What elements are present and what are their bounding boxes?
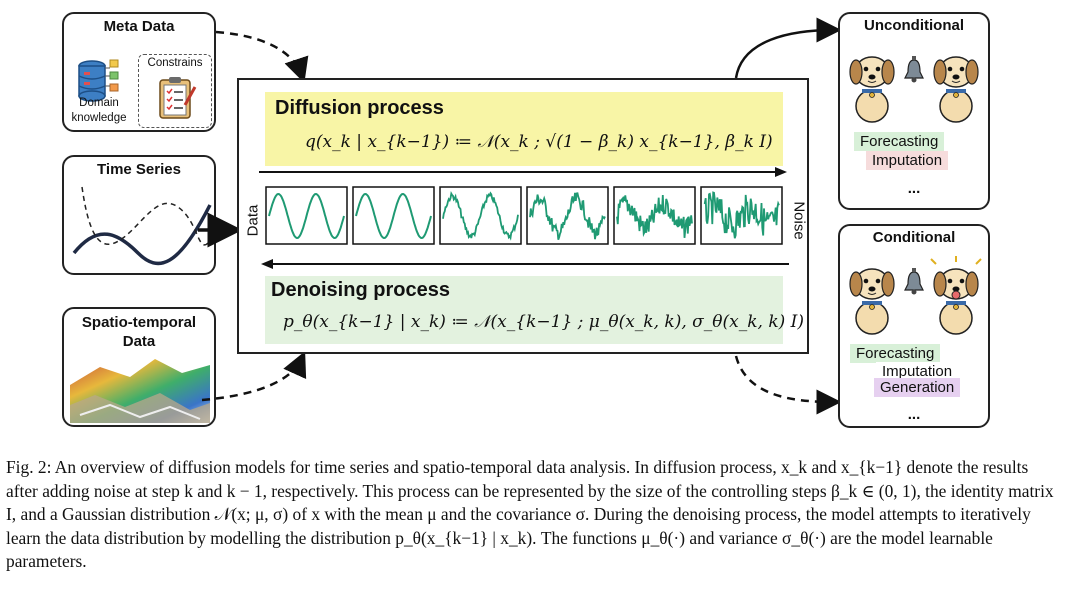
bell-icon <box>904 268 924 295</box>
meta-data-box: Meta Data Domain knowledge Constrains <box>62 12 216 132</box>
noise-label: Noise <box>787 192 809 252</box>
connector-arrows <box>198 17 842 415</box>
figure-caption: Fig. 2: An overview of diffusion models … <box>6 457 1054 571</box>
spatio-temporal-box: Spatio-temporal Data <box>62 307 216 427</box>
model-to-conditional-arrow <box>734 355 842 415</box>
more-tasks-ellipsis: ... <box>907 406 921 423</box>
model-to-unconditional-arrow <box>734 17 842 79</box>
wave-signal <box>268 192 345 240</box>
task-generation: Generation <box>874 378 961 397</box>
diffusion-process-section: Diffusion process q(x_k | x_{k−1}) ≔ 𝒩(x… <box>265 92 783 166</box>
data-label: Data <box>241 192 263 252</box>
wave-signal <box>442 190 519 241</box>
unconditional-box: Unconditional <box>838 12 990 210</box>
noise-progression-strip <box>265 186 783 245</box>
wave-signal <box>529 192 606 240</box>
more-tasks-ellipsis: ... <box>907 180 921 197</box>
wave-signal <box>355 192 432 240</box>
denoising-process-title: Denoising process <box>271 279 450 301</box>
clipboard-icon <box>159 77 197 119</box>
dogs-with-bell-icon <box>849 256 982 335</box>
diffusion-formula: q(x_k | x_{k−1}) ≔ 𝒩(x_k ; √(1 − β_k) x_… <box>305 132 773 152</box>
unconditional-title: Unconditional <box>864 17 964 34</box>
noise-label-text: Noise <box>790 201 808 240</box>
terrain-map-image <box>70 359 210 423</box>
forward-arrow <box>259 167 787 177</box>
dog-icon <box>930 256 982 335</box>
task-imputation: Imputation <box>876 362 959 381</box>
denoising-formula: p_θ(x_{k−1} | x_k) ≔ 𝒩(x_{k−1} ; μ_θ(x_k… <box>283 312 804 332</box>
dog-icon <box>849 56 895 123</box>
data-label-text: Data <box>244 204 262 237</box>
constrains-box: Constrains <box>138 54 212 128</box>
diffusion-model-panel: Diffusion process q(x_k | x_{k−1}) ≔ 𝒩(x… <box>237 78 809 354</box>
backward-arrow <box>261 259 789 269</box>
wave-signal <box>616 194 693 238</box>
task-imputation: Imputation <box>866 151 949 170</box>
dog-icon <box>849 268 895 335</box>
domain-knowledge-label: Domain knowledge <box>71 97 127 124</box>
meta-data-title: Meta Data <box>103 18 175 35</box>
time-series-title: Time Series <box>97 161 181 178</box>
diffusion-process-title: Diffusion process <box>275 97 444 119</box>
spatial-to-model-arrow <box>201 351 307 402</box>
conditional-box: Conditional <box>838 224 990 428</box>
database-icon <box>78 59 119 102</box>
meta-to-model-arrow <box>215 30 309 84</box>
conditional-title: Conditional <box>872 229 956 246</box>
denoising-process-section: Denoising process p_θ(x_{k−1} | x_k) ≔ 𝒩… <box>265 276 804 344</box>
dogs-with-bell-icon <box>849 56 979 123</box>
constrains-label: Constrains <box>147 57 203 69</box>
task-forecasting: Forecasting <box>850 344 941 363</box>
time-series-curves <box>72 186 212 266</box>
task-forecasting: Forecasting <box>854 132 945 151</box>
bell-icon <box>904 56 924 83</box>
dog-icon <box>933 56 979 123</box>
spatio-temporal-title: Spatio-temporal Data <box>81 314 197 350</box>
wave-signal <box>703 191 780 239</box>
